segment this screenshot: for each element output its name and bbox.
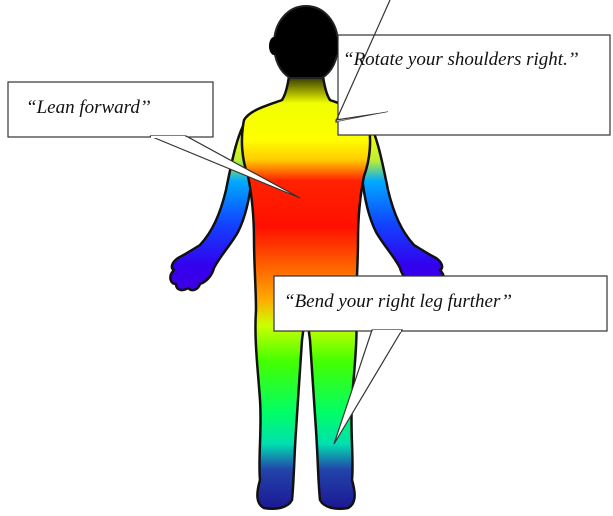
callout-rotate-shoulders: “Rotate your shoulders right.’’ [343, 48, 605, 72]
callout-bend-leg: “Bend your right leg further’’ [284, 290, 604, 314]
right-arm [362, 118, 444, 290]
callout-lean-forward: “Lean forward’’ [26, 96, 206, 120]
head [274, 6, 338, 78]
left-ear [269, 37, 279, 55]
